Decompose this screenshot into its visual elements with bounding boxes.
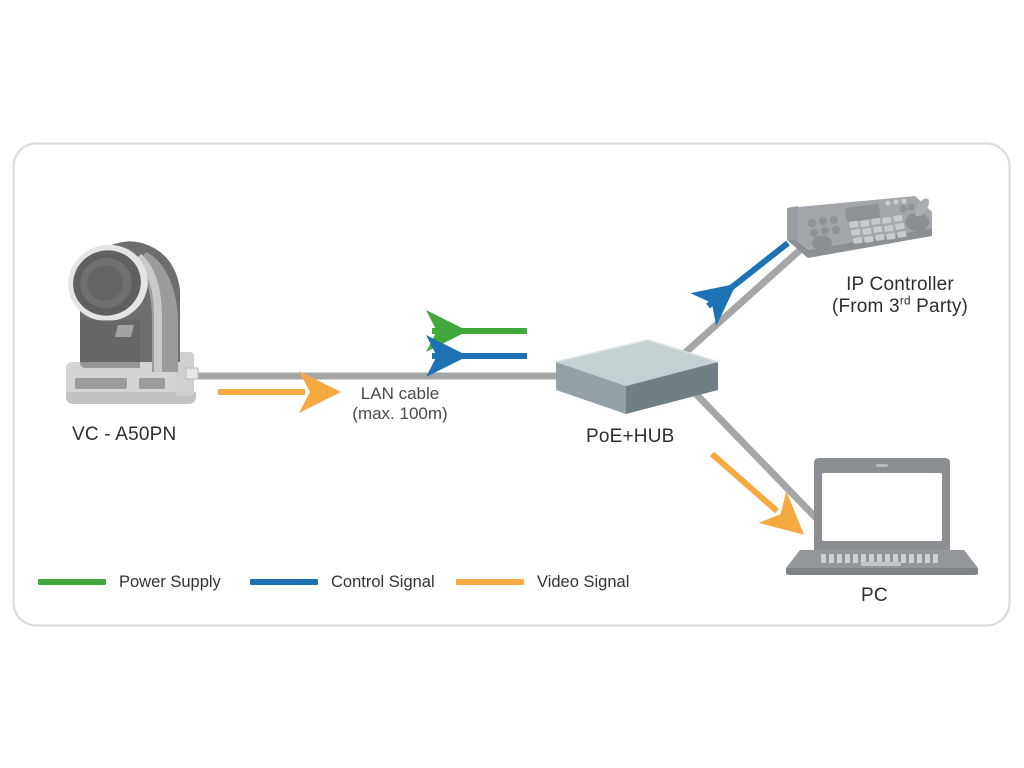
label-camera: VC - A50PN: [72, 424, 177, 445]
device-laptop-pc[interactable]: [786, 458, 978, 575]
hub-right-face: [626, 362, 718, 414]
label-ip-controller: IP Controller (From 3rd Party): [800, 274, 1000, 319]
camera-base-vent-left: [75, 378, 127, 389]
device-ip-controller[interactable]: [787, 196, 932, 258]
label-ip-controller-line2: (From 3rd Party): [800, 296, 1000, 318]
controller-led-3: [901, 198, 907, 204]
camera-shoulder-highlight: [137, 254, 162, 372]
controller-right-btn-2: [907, 203, 915, 211]
camera-lens-core: [87, 265, 123, 301]
hub-top-edge-highlight: [555, 339, 719, 363]
controller-joystick-base: [905, 213, 929, 231]
legend-swatch-video-signal: [456, 579, 524, 585]
controller-jog-dial: [812, 235, 832, 251]
controller-left-riser: [787, 206, 798, 240]
label-lan-cable: LAN cable (max. 100m): [345, 384, 455, 424]
legend-item-power-supply: Power Supply: [38, 571, 221, 593]
camera-base-shadow: [66, 392, 196, 404]
laptop-keyboard: [821, 554, 938, 563]
controller-led-2: [893, 199, 899, 205]
cable-hub-to-controller: [682, 246, 804, 356]
legend-item-control-signal: Control Signal: [250, 571, 435, 593]
controller-keypad: [849, 215, 907, 244]
legend-label-control-signal: Control Signal: [331, 572, 435, 591]
label-lan-cable-line1: LAN cable: [360, 384, 440, 403]
legend-item-video-signal: Video Signal: [456, 571, 629, 593]
label-ip-controller-suffix: Party): [910, 296, 969, 318]
legend-swatch-power-supply: [38, 579, 106, 585]
legend: Power Supply Control Signal Video Signal: [38, 571, 638, 595]
controller-button-cluster: [807, 215, 841, 238]
camera-face-shade: [80, 320, 140, 368]
controller-led-1: [885, 200, 891, 206]
legend-label-video-signal: Video Signal: [537, 572, 630, 591]
arrow-control-signal-from-controller: [690, 240, 790, 327]
hub-top-face: [556, 340, 718, 386]
label-ip-controller-ordinal-sup: rd: [899, 295, 911, 309]
controller-right-btn-1: [899, 205, 907, 213]
label-poe-hub: PoE+HUB: [586, 426, 675, 447]
signal-arrow-group: [218, 240, 805, 535]
device-poe-hub[interactable]: [555, 339, 719, 414]
camera-base-vent-right: [139, 378, 165, 389]
controller-lcd-display: [845, 204, 881, 222]
camera-rear-block: [176, 352, 194, 396]
legend-label-power-supply: Power Supply: [119, 572, 221, 591]
legend-swatch-control-signal: [250, 579, 318, 585]
label-ip-controller-prefix: (From 3: [831, 296, 900, 318]
laptop-bottom-edge: [786, 568, 978, 575]
hub-front-face: [556, 362, 626, 414]
laptop-trackpad: [861, 562, 901, 566]
laptop-webcam: [876, 464, 888, 467]
laptop-screen-display: [822, 473, 942, 541]
device-ptz-camera[interactable]: [58, 234, 199, 404]
camera-lan-port: [185, 367, 199, 380]
label-lan-cable-line2: (max. 100m): [352, 404, 448, 424]
label-pc: PC: [861, 585, 888, 606]
controller-joystick-stick: [915, 198, 929, 216]
arrow-video-signal-to-pc: [710, 451, 805, 535]
label-ip-controller-line1: IP Controller: [846, 274, 954, 295]
